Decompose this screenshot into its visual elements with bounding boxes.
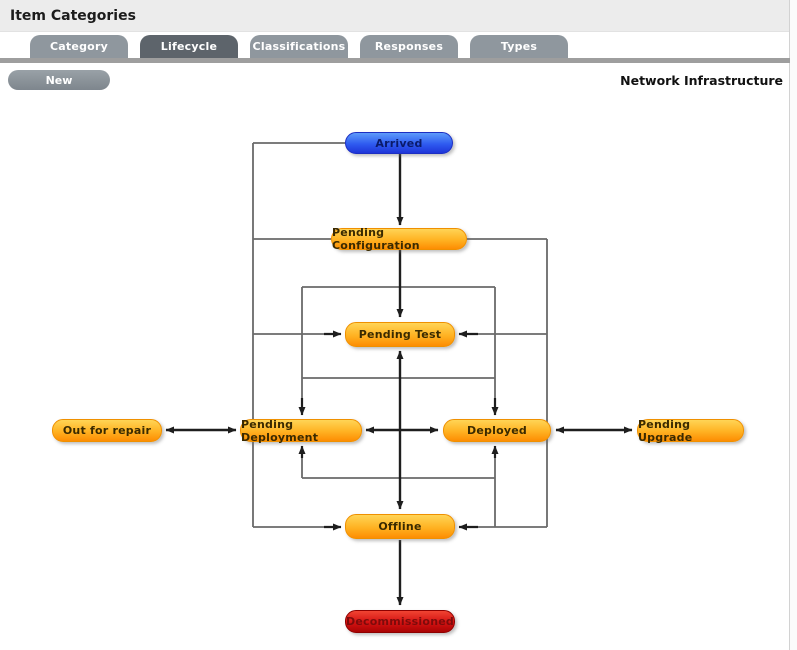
tab-underline-bar bbox=[0, 58, 790, 63]
state-node-pending-deployment[interactable]: Pending Deployment bbox=[240, 418, 362, 444]
state-node-pending-upgrade[interactable]: Pending Upgrade bbox=[637, 418, 744, 444]
state-node-pending-test[interactable]: Pending Test bbox=[345, 322, 455, 347]
state-node-offline[interactable]: Offline bbox=[345, 514, 455, 539]
page-title: Item Categories bbox=[10, 7, 136, 24]
tab-category[interactable]: Category bbox=[30, 35, 128, 58]
new-button[interactable]: New bbox=[8, 70, 110, 90]
tab-lifecycle[interactable]: Lifecycle bbox=[140, 35, 238, 58]
tab-responses[interactable]: Responses bbox=[360, 35, 458, 58]
tab-bar: Category Lifecycle Classifications Respo… bbox=[0, 32, 789, 58]
tab-types[interactable]: Types bbox=[470, 35, 568, 58]
state-node-arrived[interactable]: Arrived bbox=[345, 132, 453, 154]
toolbar: New Network Infrastructure bbox=[0, 63, 789, 97]
state-node-out-for-repair[interactable]: Out for repair bbox=[52, 419, 162, 442]
category-context-label: Network Infrastructure bbox=[620, 72, 783, 88]
tab-classifications[interactable]: Classifications bbox=[250, 35, 348, 58]
page-header: Item Categories bbox=[0, 0, 789, 32]
state-node-deployed[interactable]: Deployed bbox=[443, 419, 551, 442]
state-node-decommissioned[interactable]: Decommissioned bbox=[345, 610, 455, 633]
state-node-pending-configuration[interactable]: Pending Configuration bbox=[331, 226, 467, 252]
